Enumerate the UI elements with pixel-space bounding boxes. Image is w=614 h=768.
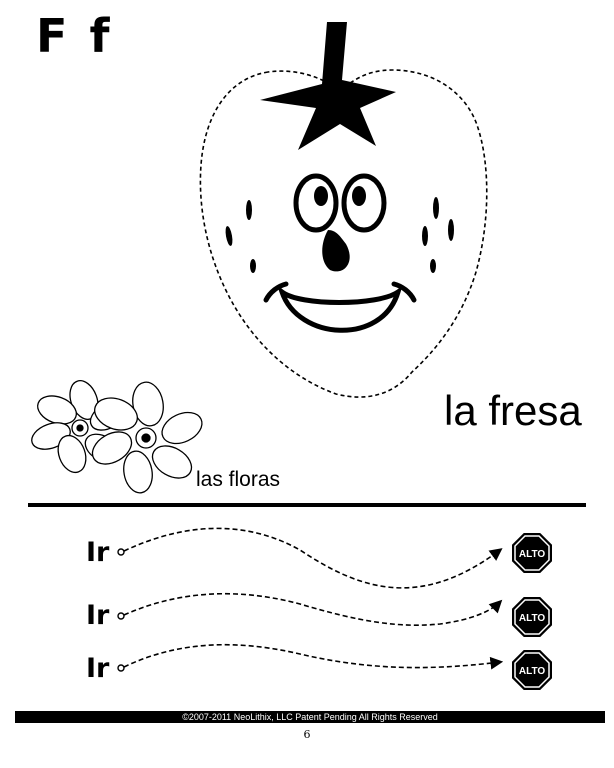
page-number: 6 <box>303 728 311 741</box>
stop-sign-label: ALTO <box>519 666 546 677</box>
tracing-row-1: Ir ALTO <box>86 527 552 589</box>
seed <box>448 219 454 241</box>
nose <box>322 230 350 272</box>
flower-right <box>91 381 203 494</box>
tracing-path <box>123 643 504 670</box>
copyright-bar: ©2007-2011 NeoLithix, LLC Patent Pending… <box>15 711 605 723</box>
section-divider <box>28 503 586 507</box>
stop-sign-icon: ALTO <box>512 533 552 573</box>
seed <box>246 200 252 220</box>
start-dot <box>117 612 125 620</box>
ir-label: Ir <box>86 537 110 568</box>
letter-heading: F f <box>36 9 113 63</box>
seed <box>433 197 439 219</box>
smile-corner-left <box>263 281 289 303</box>
seed <box>430 259 436 273</box>
ir-label: Ir <box>86 600 110 631</box>
tracing-path <box>123 592 503 626</box>
tracing-row-2: Ir ALTO <box>86 592 552 637</box>
stop-sign-label: ALTO <box>519 549 546 560</box>
tracing-row-3: Ir ALTO <box>86 643 552 690</box>
secondary-word: las floras <box>196 468 281 491</box>
main-word: la fresa <box>444 387 582 434</box>
strawberry-outline <box>199 69 488 398</box>
strawberry-stem <box>260 22 396 150</box>
stop-sign-icon: ALTO <box>512 597 552 637</box>
tracing-path <box>123 527 503 589</box>
start-dot <box>117 548 125 556</box>
stop-sign-label: ALTO <box>519 613 546 624</box>
smile <box>277 284 403 333</box>
seed <box>225 226 233 246</box>
smile-corner-right <box>391 281 417 303</box>
seed <box>250 259 256 273</box>
ir-label: Ir <box>86 653 110 684</box>
right-pupil <box>352 186 366 206</box>
left-pupil <box>314 186 328 206</box>
stop-sign-icon: ALTO <box>512 650 552 690</box>
seed <box>422 226 428 246</box>
start-dot <box>117 664 125 672</box>
